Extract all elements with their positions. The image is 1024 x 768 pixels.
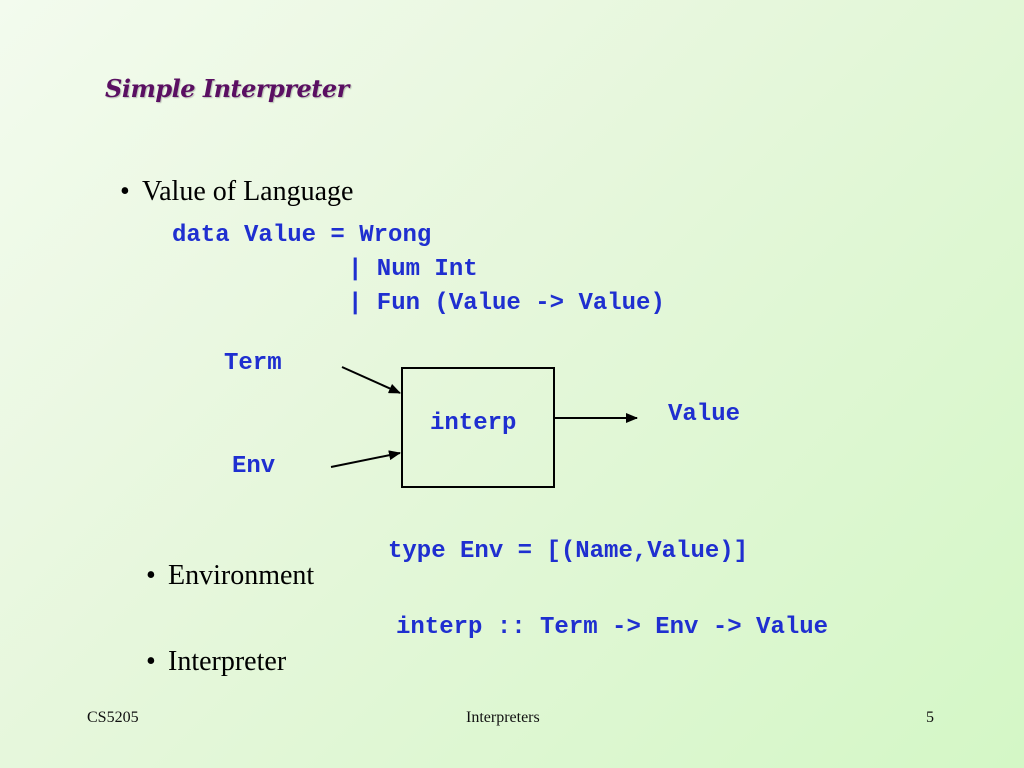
- arrow-term-to-interp: [341, 366, 401, 394]
- code-data-line-3: | Fun (Value -> Value): [348, 290, 665, 317]
- code-data-line-1: data Value = Wrong: [172, 222, 432, 249]
- code-env-type: type Env = [(Name,Value)]: [388, 538, 749, 565]
- code-data-line-2: | Num Int: [348, 256, 478, 283]
- diagram-label-term: Term: [224, 350, 282, 377]
- bullet-text: Value of Language: [142, 176, 354, 207]
- diagram-label-env: Env: [232, 453, 276, 480]
- code-interp-signature: interp :: Term -> Env -> Value: [396, 614, 829, 641]
- bullet-text: Environment: [168, 560, 315, 591]
- bullet-icon: •: [146, 646, 156, 677]
- bullet-value-of-language: • Value of Language: [106, 150, 353, 206]
- bullet-icon: •: [146, 560, 156, 591]
- diagram-interp-box: [401, 367, 555, 488]
- footer-page-number: 5: [926, 709, 934, 726]
- footer-course: CS5205: [87, 709, 139, 726]
- bullet-interpreter: • Interpreter: [132, 620, 286, 676]
- slide-title: Simple Interpreter: [105, 74, 349, 103]
- bullet-environment: • Environment: [132, 534, 314, 590]
- arrow-env-to-interp: [330, 450, 401, 468]
- diagram-box-label: interp: [430, 410, 517, 437]
- bullet-icon: •: [120, 176, 130, 207]
- bullet-text: Interpreter: [168, 646, 287, 677]
- diagram-label-value: Value: [668, 401, 741, 428]
- footer-topic: Interpreters: [466, 709, 540, 726]
